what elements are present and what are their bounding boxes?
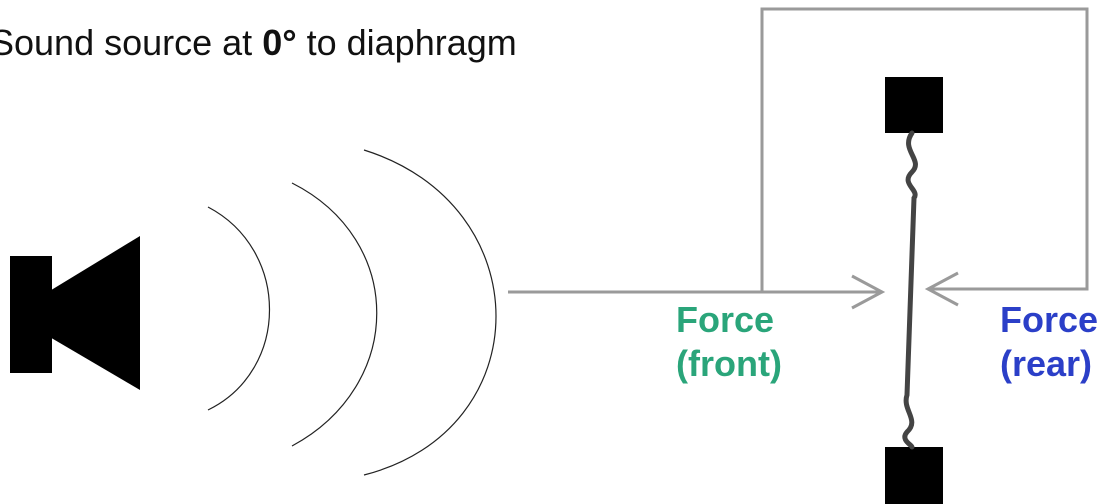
bottom-mount-block bbox=[885, 447, 943, 504]
force-rear-line2: (rear) bbox=[1000, 343, 1093, 384]
diagram-title: Sound source at 0° to diaphragm bbox=[0, 22, 517, 64]
diaphragm bbox=[902, 130, 918, 450]
front-arrowhead bbox=[851, 274, 886, 310]
speaker-magnet bbox=[10, 256, 52, 373]
force-rear-line1: Force bbox=[1000, 299, 1099, 340]
force-rear-label: Force (rear) bbox=[1000, 298, 1098, 386]
force-front-label: Force (front) bbox=[676, 298, 782, 386]
speaker-icon bbox=[10, 236, 140, 390]
sound-waves bbox=[207, 149, 497, 476]
rear-arrowhead bbox=[924, 271, 959, 307]
force-front-line2: (front) bbox=[676, 343, 782, 384]
wave-arc-1 bbox=[207, 206, 271, 411]
rear-force-path bbox=[760, 7, 1089, 307]
front-force-path bbox=[508, 274, 886, 310]
diaphragm-assembly bbox=[885, 77, 943, 504]
wave-arc-2 bbox=[291, 182, 378, 447]
title-prefix: Sound source at bbox=[0, 22, 263, 63]
force-front-line1: Force bbox=[676, 299, 775, 340]
top-mount-block bbox=[885, 77, 943, 133]
wave-arc-3 bbox=[363, 149, 497, 476]
title-suffix: to diaphragm bbox=[296, 22, 517, 63]
rear-path-line bbox=[760, 7, 1089, 292]
speaker-cone bbox=[48, 236, 140, 390]
title-angle: 0° bbox=[262, 22, 297, 63]
